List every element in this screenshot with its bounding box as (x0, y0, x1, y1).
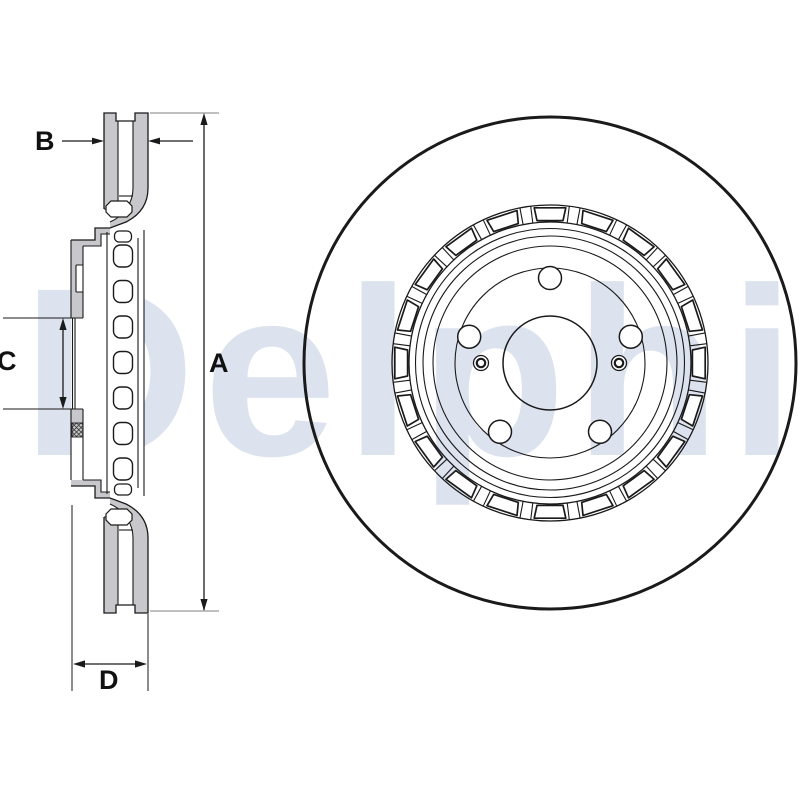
front-view-disc (302, 115, 798, 611)
side-view-cross-section (70, 112, 149, 614)
bore-knurl-mark (71, 422, 84, 438)
dimension-lines (3, 112, 219, 691)
dim-label-a: A (209, 348, 229, 378)
vent-slot-column (112, 230, 134, 496)
dim-label-d: D (99, 665, 119, 695)
dim-label-b: B (35, 126, 55, 156)
dim-label-c: C (0, 346, 17, 376)
